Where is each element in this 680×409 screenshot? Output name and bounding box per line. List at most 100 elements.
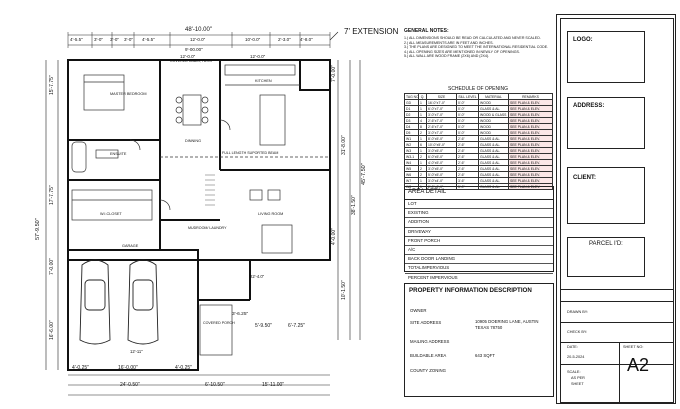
check-by-label: CHECK BY: (567, 330, 588, 334)
divider (561, 301, 673, 302)
dim-left-5: 16'-6.00" (49, 320, 55, 340)
address-label: ADDRESS: (573, 103, 605, 109)
general-notes-heading: GENERAL NOTES: (404, 28, 449, 34)
area-row: BACK DOOR LANDING (405, 255, 553, 265)
dim-top-3: 3'-0" (110, 37, 119, 42)
dim-bottom-7: 5'-9.50" (255, 323, 272, 329)
extension-label: 7' EXTENSION (344, 27, 399, 36)
logo-label: LOGO: (573, 37, 593, 43)
client-box (567, 167, 645, 224)
dim-top-12: 12'-0.0" (250, 54, 266, 59)
address-box (567, 97, 645, 149)
room-patio: COVERED CABIN, PATIO (170, 59, 212, 63)
dim-top-2: 3'-0" (94, 37, 103, 42)
note-line: 5.) ALL WALL ARE WOOD FRAME (2X6) AND (2… (404, 54, 490, 59)
dim-bottom-5: 6'-10.50" (205, 382, 225, 388)
room-living: LIVING ROOM (258, 212, 284, 216)
dim-top-8: 2'-3.0" (278, 37, 291, 42)
general-notes: GENERAL NOTES: 1.) ALL DIMENSIONS SHOULD… (404, 28, 552, 59)
dim-top-1: 4'-5.5" (70, 37, 83, 42)
buildable-area-label: BUILDABLE AREA (410, 353, 447, 358)
client-label: CLIENT: (573, 175, 596, 181)
dim-top-9: 4'-8.0" (300, 37, 313, 42)
room-dinning: DINNING (185, 139, 202, 143)
area-row: EXISTING (405, 209, 553, 219)
garage-dim: 12'-11" (130, 349, 143, 354)
floor-plan (45, 31, 361, 396)
divider (561, 342, 673, 343)
dim-top-10: 9'-00.00" (185, 47, 203, 52)
logo-box (567, 31, 645, 83)
dim-right-1: 7'-0.00" (331, 65, 337, 82)
note-line: 2.) ALL MEASUREMENTS ARE IN FEET AND INC… (404, 40, 494, 45)
site-address-label: SITE ADDRESS (410, 320, 442, 325)
sheet-no-value: A2 (627, 355, 650, 375)
area-row: LOT (405, 200, 553, 210)
scale-value-2: SHEET (571, 382, 584, 386)
room-mudroom: MUDROOM/ LAUNDRY (188, 226, 227, 230)
sheet-no-label: SHEET NO: (623, 345, 644, 349)
dim-left-3: 17'-7.75" (49, 185, 55, 205)
opening-schedule: SCHEDULE OF OPENING TAG NO. Q. SIZE SILL… (404, 86, 553, 190)
dim-top-6: 12'-0.0" (190, 37, 206, 42)
dim-bottom-6: 15'-11.00" (262, 382, 285, 388)
parcel-box (567, 237, 645, 277)
divider (561, 322, 673, 323)
dim-bottom-2: 16'-0.00" (118, 365, 138, 371)
dim-bottom-4: 24'-0.50" (120, 382, 140, 388)
dim-left-1: 15'-7.75" (49, 75, 55, 95)
area-row: FRONT PORCH (405, 237, 553, 246)
divider (561, 364, 673, 365)
dim-bottom-1: 4'-0.25" (72, 365, 89, 371)
dim-right-3: 38'-1.50" (351, 195, 357, 215)
property-heading: PROPERTY INFORMATION DESCRIPTION (409, 287, 532, 294)
room-ensuite: ENSUITE (110, 152, 127, 156)
area-row: ADDITION (405, 218, 553, 228)
divider (561, 289, 673, 290)
dim-top-11: 12'-0.0" (180, 54, 196, 59)
scale-label: SCALE: (567, 370, 581, 374)
mailing-address-label: MAILING ADDRESS (410, 339, 450, 344)
beam-label: FULL LENGTH SUPORTED BEAM (222, 151, 279, 155)
dim-left-4: 7'-0.00" (49, 258, 55, 275)
dim-right-2: 31'-8.00" (341, 135, 347, 155)
area-row: PERCENT IMPERVIOUS (408, 274, 458, 280)
living-dim: 22'-4.0" (250, 274, 265, 279)
property-information: PROPERTY INFORMATION DESCRIPTION OWNER S… (404, 283, 554, 397)
room-garage: GARAGE (122, 244, 139, 248)
scale-value-1: AS PER (571, 376, 585, 380)
dim-top-4: 3'-0" (124, 37, 133, 42)
schedule-heading: SCHEDULE OF OPENING (447, 86, 508, 92)
area-row: TOTALIMPERVIOUS (405, 264, 553, 274)
dim-top-total: 48'-10.00" (185, 27, 212, 33)
dim-bottom-3: 4'-0.25" (175, 365, 192, 371)
dim-top-7: 10'-0.0" (245, 37, 261, 42)
room-kitchen: KITCHEN (255, 79, 272, 83)
dim-bottom-8: 6'-7.25" (288, 323, 305, 329)
area-detail: AREA DETAIL LOT EXISTING ADDITION DRIVEW… (404, 186, 554, 280)
area-row: A/C (405, 246, 553, 256)
schedule-table: TAG NO. Q. SIZE SILL LEVEL MATERIAL REMA… (404, 93, 553, 190)
room-wi-closet: W.I.CLOSET (100, 212, 122, 216)
dim-right-6: 10'-1.50" (341, 280, 347, 300)
site-address-line-1: 10905 DOERING LANE, AUSTIN (475, 319, 539, 324)
note-line: 4.) ALL OPENING SIZES ARE MENTIONED IN N… (404, 49, 520, 54)
buildable-area-value: 643 SQFT (475, 353, 495, 358)
room-porch: COVERED PORCH (203, 321, 235, 325)
note-line: 3.) THE PLANS ARE DESIGNED TO MEET THE I… (404, 45, 549, 50)
title-block: LOGO: ADDRESS: CLIENT: PARCEL I'D: DRAWN… (560, 18, 674, 403)
owner-label: OWNER (410, 308, 427, 313)
date-value: 20-5-2024 (567, 355, 585, 359)
parcel-label: PARCEL I'D: (589, 241, 623, 247)
date-label: DATE: (567, 345, 578, 349)
divider (619, 342, 620, 402)
